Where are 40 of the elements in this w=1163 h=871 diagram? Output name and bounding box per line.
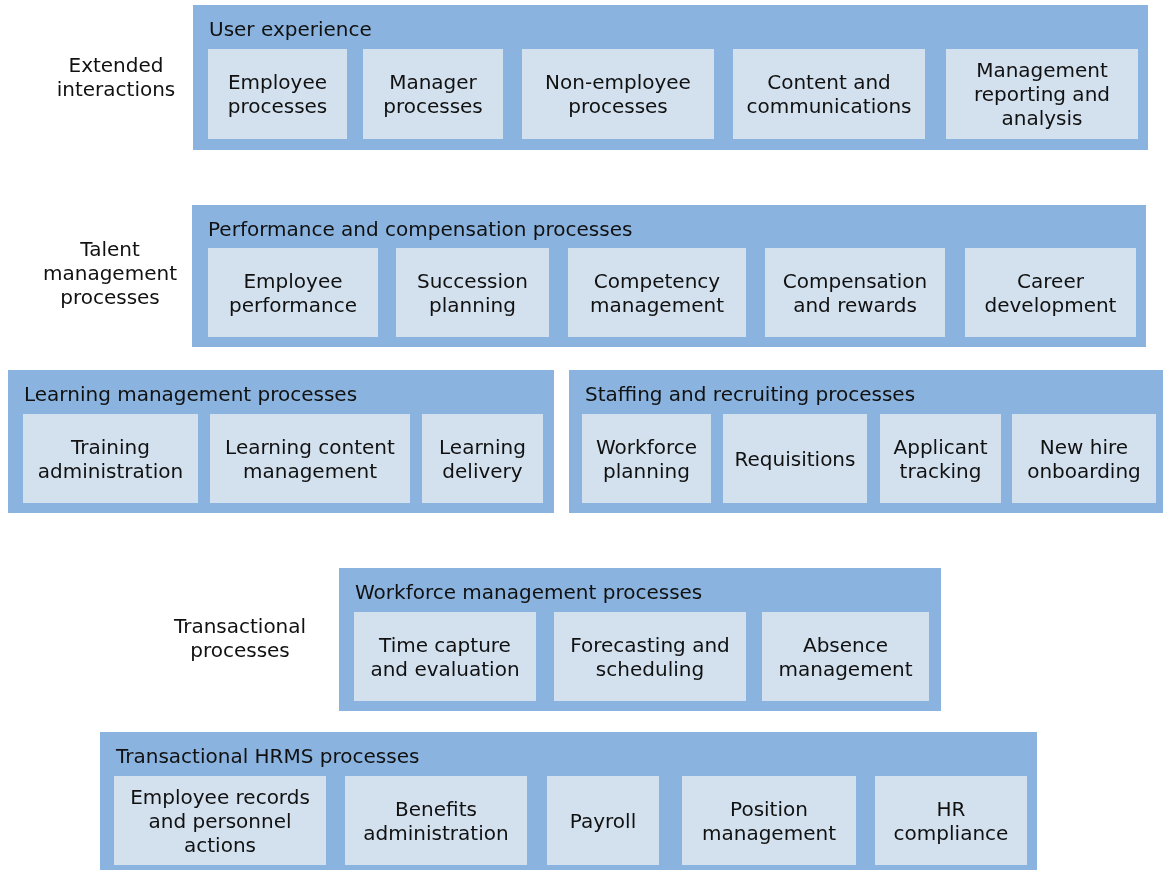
group-panel — [192, 205, 1146, 347]
group-title: User experience — [209, 17, 372, 41]
group-panel — [100, 732, 1037, 870]
process-box: Employee processes — [208, 49, 347, 139]
process-box: Compensation and rewards — [765, 248, 945, 337]
process-box: Employee records and personnel actions — [114, 776, 326, 865]
group-panel — [339, 568, 941, 711]
group-title: Learning management processes — [24, 382, 358, 406]
process-box: Benefits administration — [345, 776, 527, 865]
process-box: Career development — [965, 248, 1136, 337]
group-title: Transactional HRMS processes — [116, 744, 420, 768]
process-box: Content and communications — [733, 49, 925, 139]
process-box: Payroll — [547, 776, 659, 865]
process-box: Position management — [682, 776, 856, 865]
process-box: Applicant tracking — [880, 414, 1001, 503]
process-box: Workforce planning — [582, 414, 711, 503]
process-box: Time capture and evaluation — [354, 612, 536, 701]
process-box: Requisitions — [723, 414, 867, 503]
tier-label: Talent management processes — [42, 237, 178, 309]
process-box: Succession planning — [396, 248, 549, 337]
group-title: Performance and compensation processes — [208, 217, 633, 241]
tier-label: Extended interactions — [55, 53, 177, 101]
process-box: Non-employee processes — [522, 49, 714, 139]
group-title: Workforce management processes — [355, 580, 703, 604]
process-box: Learning content management — [210, 414, 410, 503]
process-box: Employee performance — [208, 248, 378, 337]
process-box: Learning delivery — [422, 414, 543, 503]
group-panel — [193, 5, 1148, 150]
process-box: Management reporting and analysis — [946, 49, 1138, 139]
process-box: Competency management — [568, 248, 746, 337]
group-title: Staffing and recruiting processes — [585, 382, 916, 406]
process-box: Training administration — [23, 414, 198, 503]
tier-label: Transactional processes — [172, 614, 308, 662]
process-box: Forecasting and scheduling — [554, 612, 746, 701]
process-box: HR compliance — [875, 776, 1027, 865]
group-panel — [569, 370, 1163, 513]
process-box: Manager processes — [363, 49, 503, 139]
group-panel — [8, 370, 554, 513]
process-box: New hire onboarding — [1012, 414, 1156, 503]
process-box: Absence management — [762, 612, 929, 701]
